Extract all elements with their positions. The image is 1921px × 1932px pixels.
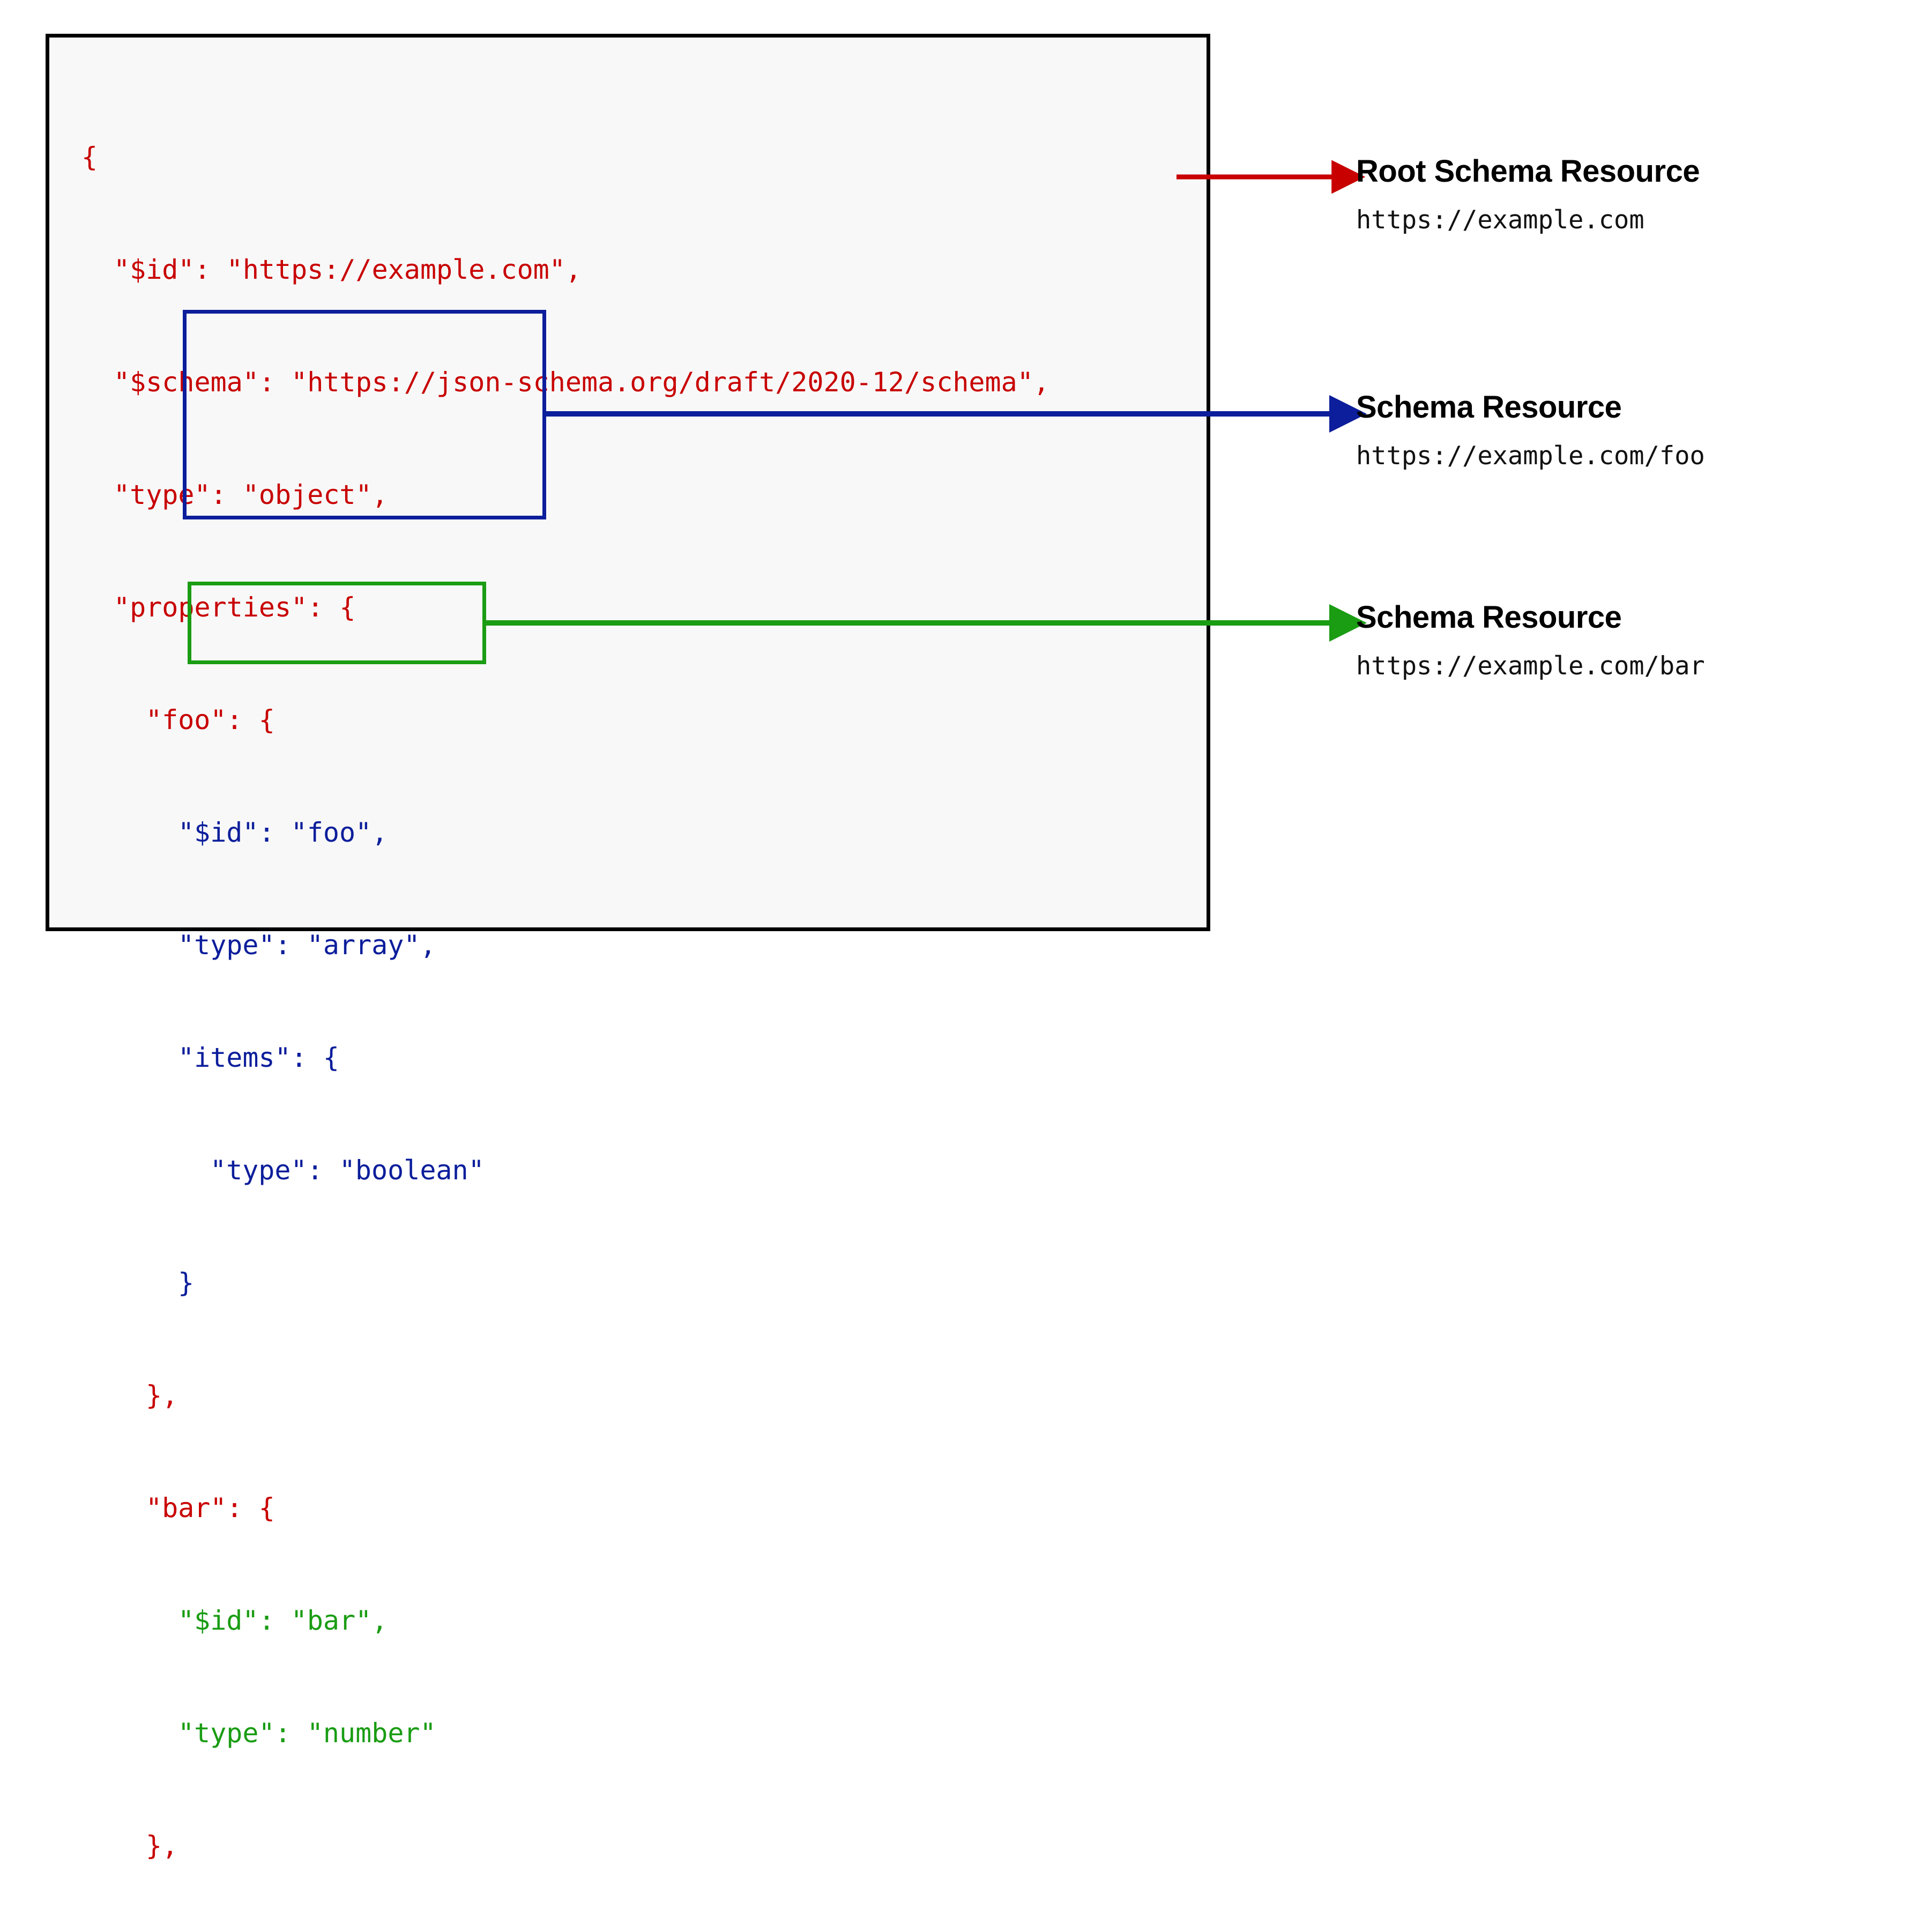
code-line-1: "$id": "https://example.com",: [114, 254, 582, 285]
code-line-5: "foo": {: [146, 704, 275, 735]
code-line-12: "bar": {: [146, 1492, 275, 1524]
code-line-2: "$schema": "https://json-schema.org/draf…: [114, 367, 1049, 398]
annotation-foo-schema-resource: Schema Resource https://example.com/foo: [1356, 389, 1903, 472]
json-code-panel: { "$id": "https://example.com", "$schema…: [46, 34, 1210, 1861]
code-line-4: "properties": {: [114, 592, 356, 623]
arrow-bar-schema: [482, 604, 1367, 642]
annotation-url-bar: https://example.com/bar: [1356, 651, 1705, 681]
code-line-14: "type": "number": [178, 1718, 436, 1749]
code-line-7: "type": "array",: [178, 930, 436, 961]
code-line-9: "type": "boolean": [210, 1155, 485, 1186]
code-line-10: }: [178, 1267, 195, 1298]
code-line-11: },: [146, 1380, 178, 1411]
annotation-bar-schema-resource: Schema Resource https://example.com/bar: [1356, 599, 1903, 682]
code-line-15: },: [146, 1830, 178, 1861]
annotation-url-foo: https://example.com/foo: [1356, 441, 1705, 471]
annotation-url-root: https://example.com: [1356, 205, 1644, 235]
code-line-13: "$id": "bar",: [178, 1605, 388, 1636]
code-line-6: "$id": "foo",: [178, 817, 388, 848]
annotation-title-root: Root Schema Resource: [1356, 154, 1700, 189]
code-line-0: {: [81, 142, 98, 173]
code-line-3: "type": "object",: [114, 479, 388, 510]
arrow-root-schema: [1177, 160, 1366, 194]
json-code-listing: { "$id": "https://example.com", "$schema…: [81, 63, 1049, 1932]
arrow-foo-schema: [542, 395, 1367, 433]
annotation-title-foo: Schema Resource: [1356, 390, 1622, 425]
code-line-8: "items": {: [178, 1042, 340, 1073]
annotation-root-schema-resource: Root Schema Resource https://example.com: [1356, 153, 1903, 236]
annotation-title-bar: Schema Resource: [1356, 600, 1622, 635]
